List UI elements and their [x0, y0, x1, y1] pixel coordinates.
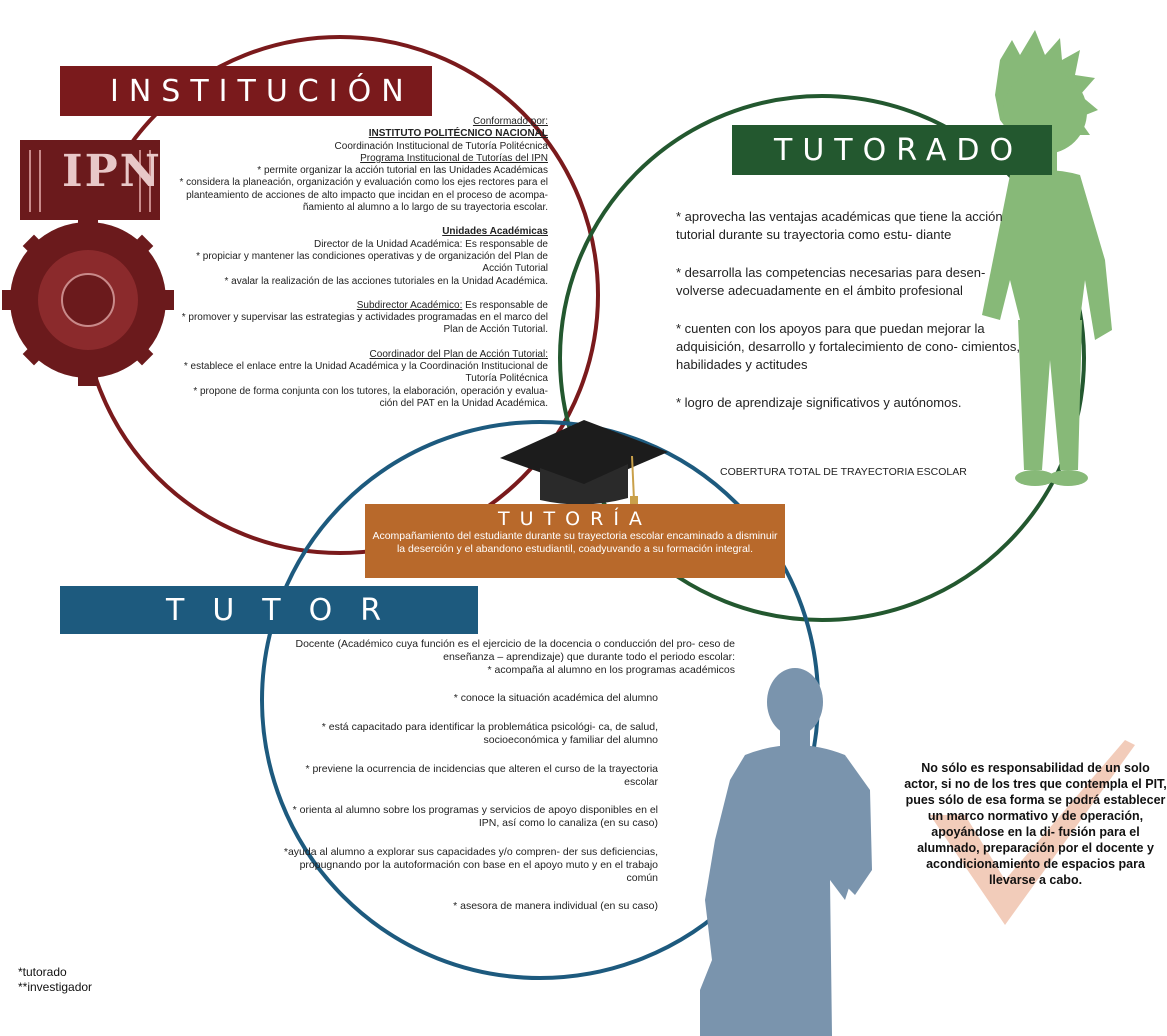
inst-line: * propone de forma conjunta con los tuto… [193, 385, 548, 397]
tutoria-title: TUTORÍA [498, 508, 652, 530]
footnote-item: **investigador [18, 980, 93, 994]
inst-line: * promover y supervisar las estrategias … [181, 312, 548, 324]
tutorado-banner: TUTORADO [732, 125, 1052, 175]
tutor-item: * está capacitado para identificar la pr… [321, 721, 658, 746]
footnote-item: *tutorado [18, 965, 67, 979]
institucion-text: Conformado por: INSTITUTO POLITÉCNICO NA… [150, 116, 548, 410]
inst-line: * considera la planeación, organización … [179, 177, 548, 189]
tutor-item: * previene la ocurrencia de incidencias … [305, 762, 658, 788]
inst-line: Acción Tutorial [482, 263, 548, 275]
institucion-banner: INSTITUCIÓN [60, 66, 432, 116]
inst-line: ñamiento al alumno a lo largo de su tray… [302, 202, 548, 214]
subdirector-line: Subdirector Académico: Es responsable de [150, 300, 548, 312]
coordinador-label: Coordinador del Plan de Acción Tutorial: [369, 348, 548, 360]
inst-line: * permite organizar la acción tutorial e… [257, 165, 548, 177]
conformado-label: Conformado por: [472, 116, 548, 127]
tutor-figure [700, 668, 872, 1036]
inst-line: * avalar la realización de las acciones … [224, 275, 548, 287]
tutorado-title: TUTORADO [774, 132, 1024, 168]
ipn-logo-text: IPN [62, 146, 162, 197]
ipn-logo-icon [2, 140, 174, 386]
tutorado-item: * aprovecha las ventajas académicas que … [676, 209, 1003, 242]
subdirector-rest: Es responsable de [462, 299, 548, 311]
tutor-item: *ayuda al alumno a explorar sus capacida… [283, 845, 658, 884]
tutoria-box: TUTORÍA Acompañamiento del estudiante du… [365, 504, 785, 578]
tutor-item: * conoce la situación académica del alum… [453, 692, 658, 705]
programa-name: Programa Institucional de Tutorías del I… [360, 152, 548, 164]
tutorado-item: * desarrolla las competencias necesarias… [676, 265, 986, 298]
tutor-intro: Docente (Académico cuya función es el ej… [295, 638, 735, 663]
inst-line: ción del PAT en la Unidad Académica. [379, 397, 548, 409]
inst-line: Plan de Acción Tutorial. [443, 324, 548, 336]
tutoria-description: Acompañamiento del estudiante durante su… [372, 530, 778, 555]
inst-line: * propiciar y mantener las condiciones o… [196, 250, 548, 262]
tutor-item: * asesora de manera individual (en su ca… [453, 900, 658, 913]
director-line: Director de la Unidad Académica: Es resp… [313, 238, 548, 250]
inst-line: Tutoría Politécnica [465, 373, 548, 385]
tutor-title: TUTOR [166, 592, 410, 628]
tutorado-figure [982, 30, 1112, 486]
cobertura-label: COBERTURA TOTAL DE TRAYECTORIA ESCOLAR [720, 466, 967, 478]
tutor-list: Docente (Académico cuya función es el ej… [270, 638, 735, 913]
institucion-title: INSTITUCIÓN [110, 73, 414, 109]
tutorado-circle [558, 94, 1086, 622]
coord-name: Coordinación Institucional de Tutoría Po… [334, 140, 548, 152]
tutorado-item: * cuenten con los apoyos para que puedan… [676, 321, 1020, 372]
tutor-item: * acompaña al alumno en los programas ac… [487, 663, 735, 676]
tutorado-item: * logro de aprendizaje significativos y … [676, 395, 962, 410]
inst-line: planteamiento de acciones de alto impact… [186, 189, 548, 201]
subdirector-label: Subdirector Académico: [356, 299, 463, 311]
footnotes: *tutorado **investigador [18, 965, 92, 995]
responsibility-note: No sólo es responsabilidad de un solo ac… [904, 761, 1167, 887]
tutorado-list: * aprovecha las ventajas académicas que … [676, 208, 1021, 432]
graduation-cap-icon [500, 420, 668, 506]
inst-line: * establece el enlace entre la Unidad Ac… [183, 361, 548, 373]
ipn-name: INSTITUTO POLITÉCNICO NACIONAL [368, 128, 548, 140]
tutor-banner: TUTOR [60, 586, 478, 634]
tutor-item: * orienta al alumno sobre los programas … [292, 804, 658, 830]
check-mark-shape [930, 740, 1135, 925]
unidades-heading: Unidades Académicas [442, 226, 548, 238]
